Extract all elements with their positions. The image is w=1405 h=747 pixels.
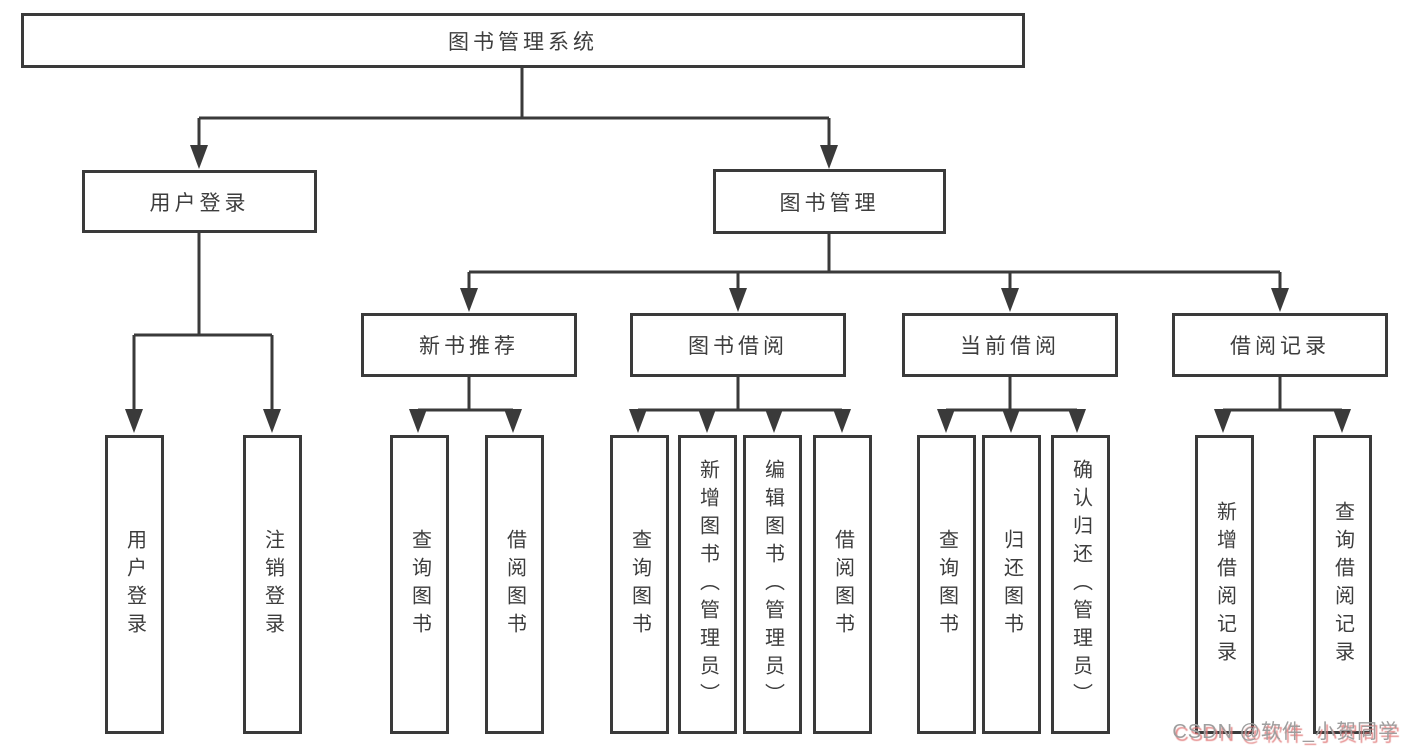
leaf-borrow-books-recommend: 借阅图书 [485,435,544,734]
csdn-watermark: CSDN @软件_小贺同学 [1172,721,1399,743]
leaf-edit-book-admin-label: 编辑图书（管理员） [761,458,784,711]
leaf-add-book-admin: 新增图书（管理员） [678,435,737,734]
leaf-logout: 注销登录 [243,435,302,734]
leaf-user-login: 用户登录 [105,435,164,734]
node-book-management: 图书管理 [713,169,946,234]
connector-book-borrowing-children [638,377,842,412]
leaf-query-borrow-record-label: 查询借阅记录 [1331,500,1354,669]
node-library-system: 图书管理系统 [21,13,1025,68]
connector-current-borrowing-children [946,377,1077,412]
leaf-query-books-recommend-label: 查询图书 [408,528,431,641]
connector-new-book-recommendation-children [418,377,513,412]
leaf-query-books-current: 查询图书 [917,435,976,734]
leaf-edit-book-admin: 编辑图书（管理员） [743,435,802,734]
leaf-user-login-label: 用户登录 [123,528,146,641]
connector-borrowing-records-children [1223,377,1342,412]
connector-book-management-children [467,234,1282,290]
leaf-return-books-label: 归还图书 [1000,528,1023,641]
leaf-query-borrow-record: 查询借阅记录 [1313,435,1372,734]
leaf-confirm-return-admin-label: 确认归还（管理员） [1069,458,1092,711]
leaf-return-books: 归还图书 [982,435,1041,734]
leaf-borrow-books-borrowing: 借阅图书 [813,435,872,734]
leaf-logout-label: 注销登录 [261,528,284,641]
leaf-confirm-return-admin: 确认归还（管理员） [1051,435,1110,734]
leaf-borrow-books-borrowing-label: 借阅图书 [831,528,854,641]
node-borrowing-records: 借阅记录 [1172,313,1388,377]
leaf-borrow-books-recommend-label: 借阅图书 [503,528,526,641]
node-book-borrowing: 图书借阅 [630,313,846,377]
leaf-query-books-current-label: 查询图书 [935,528,958,641]
connector-root-to-level2 [197,66,831,146]
leaf-add-book-admin-label: 新增图书（管理员） [696,458,719,711]
node-current-borrowing: 当前借阅 [902,313,1118,377]
node-new-book-recommendation: 新书推荐 [361,313,577,377]
connector-user-login-children [132,233,274,412]
leaf-add-borrow-record: 新增借阅记录 [1195,435,1254,734]
leaf-add-borrow-record-label: 新增借阅记录 [1213,500,1236,669]
leaf-query-books-borrowing-label: 查询图书 [628,528,651,641]
node-user-login: 用户登录 [82,170,317,233]
leaf-query-books-recommend: 查询图书 [390,435,449,734]
leaf-query-books-borrowing: 查询图书 [610,435,669,734]
